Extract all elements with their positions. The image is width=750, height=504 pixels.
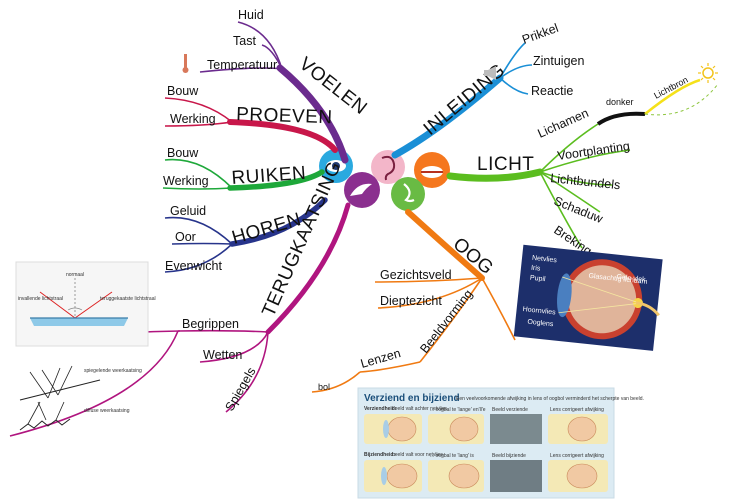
leaf-prikkel: Prikkel: [520, 21, 560, 47]
verziend-bijziend-card: Verziend en bijziend Een veelvoorkomende…: [357, 387, 644, 499]
branch-voelen[interactable]: VOELEN Huid Tast Temperatuur: [182, 8, 371, 164]
branch-proeven[interactable]: PROEVEN Bouw Werking: [164, 84, 338, 153]
reflection-label-teruggekaatst: teruggekaatste lichtstraal: [100, 296, 156, 302]
mirror-label-diffuus: diffuse weerkaatsing: [84, 408, 130, 414]
mirror-figure: spiegelende weerkaatsing diffuse weerkaa…: [19, 365, 142, 431]
leaf-tast: Tast: [233, 34, 256, 48]
card-row2-col4: Lens corrigeert afwijking: [550, 453, 604, 459]
leaf-evenwicht: Evenwicht: [165, 259, 222, 273]
leaf-wetten: Wetten: [203, 348, 242, 362]
leaf-oor: Oor: [175, 230, 196, 244]
card-row2-text: beeld valt voor netvlies: [392, 452, 443, 458]
branch-licht[interactable]: LICHT Lichamen donker Lichtbron Voortpla…: [446, 63, 719, 258]
leaf-ruiken-bouw: Bouw: [167, 146, 199, 160]
branch-title-ruiken: RUIKEN: [231, 163, 307, 189]
thermometer-icon: [182, 54, 189, 73]
megaphone-icon: [484, 66, 496, 80]
leaf-spiegels: Spiegels: [222, 365, 258, 414]
eye-label-netvlies: Netvlies: [532, 255, 558, 265]
mirror-label-spiegelend: spiegelende weerkaatsing: [84, 368, 142, 374]
eye-label-gele-vlek: Gele vlek: [616, 274, 646, 284]
branch-ruiken[interactable]: RUIKEN Bouw Werking: [162, 146, 325, 191]
eye-label-iris: Iris: [531, 265, 542, 273]
leaf-voortplanting: Voortplanting: [556, 139, 630, 163]
leaf-proeven-werking: Werking: [170, 112, 216, 126]
sun-icon: [698, 63, 718, 83]
reflection-label-normaal: normaal: [66, 272, 84, 278]
card-row2-col3: Beeld bijziende: [492, 453, 526, 459]
card-row1-col3: Beeld verziende: [492, 407, 528, 413]
leaf-reactie: Reactie: [531, 84, 573, 98]
eye-anatomy-figure: Netvlies Iris Pupil Hoornvlies Ooglens G…: [513, 244, 663, 351]
card-subtitle: Een veelvoorkomende afwijking in lens of…: [456, 396, 644, 402]
leaf-proeven-bouw: Bouw: [167, 84, 199, 98]
nose-icon: [391, 177, 425, 211]
leaf-donker: donker: [606, 97, 634, 107]
eye-label-hoornvlies: Hoornvlies: [522, 306, 556, 316]
leaf-ruiken-werking: Werking: [163, 174, 209, 188]
leaf-begrippen: Begrippen: [182, 317, 239, 331]
leaf-bol: bol: [318, 382, 330, 392]
leaf-temperatuur: Temperatuur: [207, 58, 277, 72]
center-cluster: [319, 149, 450, 211]
branch-oog[interactable]: OOG Gezichtsveld Dieptezicht Beeldvormin…: [311, 209, 516, 393]
ear-icon: [371, 150, 405, 184]
leaf-lichtbundels: Lichtbundels: [550, 171, 621, 192]
branch-inleiding[interactable]: INLEIDING Prikkel Zintuigen Reactie: [391, 21, 584, 159]
card-row1-col2: ... oogbal te 'lange' en'll'e: [430, 407, 486, 413]
branch-title-proeven: PROEVEN: [236, 104, 333, 128]
card-title: Verziend en bijziend: [364, 393, 460, 404]
card-row2-label: Bijziendheid:: [364, 452, 395, 458]
reflection-label-invallend: invallende lichtstraal: [18, 296, 63, 302]
leaf-huid: Huid: [238, 8, 264, 22]
branch-title-licht: LICHT: [477, 154, 534, 175]
reflection-figure: normaal invallende lichtstraal teruggeka…: [15, 261, 156, 347]
card-row2-col2: ... oogbal te 'lang' is: [430, 453, 474, 459]
card-row1-col4: Lens corrigeert afwijking: [550, 407, 604, 413]
eye-label-pupil: Pupil: [530, 275, 547, 284]
card-row1-text: beeld valt achter netvlies: [392, 406, 448, 412]
eye-label-ooglens: Ooglens: [527, 319, 554, 329]
leaf-gezichtsveld: Gezichtsveld: [380, 268, 452, 282]
leaf-dieptezicht: Dieptezicht: [380, 294, 442, 308]
leaf-geluid: Geluid: [170, 204, 206, 218]
leaf-zintuigen: Zintuigen: [533, 54, 584, 68]
card-row1-label: Verziendheid:: [364, 406, 397, 412]
